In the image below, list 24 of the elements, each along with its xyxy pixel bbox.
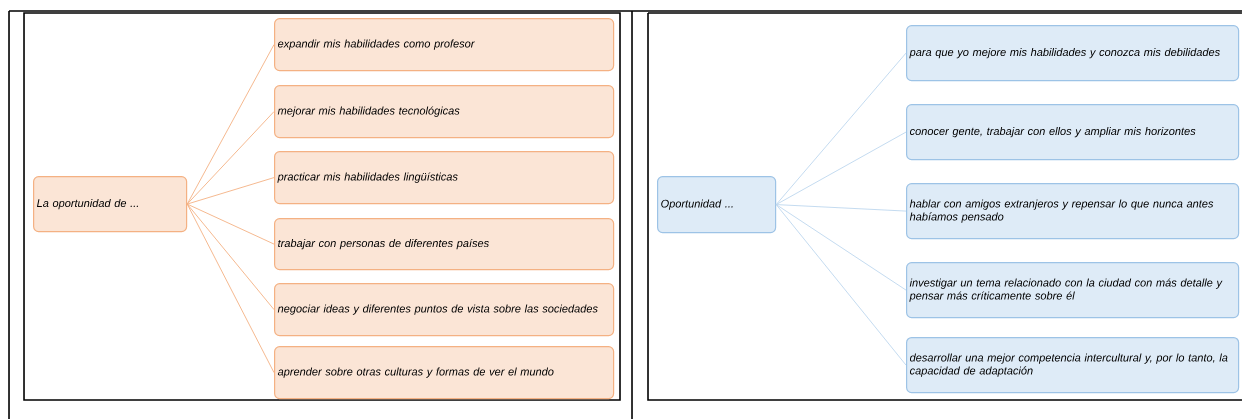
- text-box: practicar mis habilidades lingüísticas: [274, 151, 615, 205]
- connector-line: [775, 204, 907, 291]
- connector-line: [186, 203, 275, 311]
- text-box: hablar con amigos extranjeros y repensar lo que nunca antes habíamos pensado: [906, 183, 1240, 240]
- text-box: La oportunidad de ...: [33, 176, 188, 233]
- text-box: trabajar con personas de diferentes países: [274, 218, 615, 271]
- text-box: conocer gente, trabajar con ellos y ampliar mis horizontes: [906, 104, 1240, 161]
- text-box: aprender sobre otras culturas y formas de ver el mundo: [274, 346, 615, 400]
- connector-line: [775, 204, 907, 212]
- connector-line: [775, 204, 907, 366]
- connector-line: [186, 177, 275, 205]
- connector-line: [775, 52, 907, 206]
- text-box: Oportunidad ...: [657, 176, 777, 234]
- text-box: para que yo mejore mis habilidades y conozca mis debilidades: [906, 25, 1240, 82]
- text-box: expandir mis habilidades como profesor: [274, 18, 615, 72]
- connector-line: [186, 203, 275, 245]
- text-box: negociar ideas y diferentes puntos de vista sobre las sociedades: [274, 283, 615, 337]
- text-box: desarrollar una mejor competencia intercultural y, por lo tanto, la capacidad de adaptación: [906, 336, 1240, 394]
- connector-line: [186, 203, 275, 374]
- connector-line: [186, 44, 275, 205]
- text-box: investigar un tema relacionado con la ciudad con más detalle y pensar más críticamente sobre él: [906, 262, 1240, 319]
- connector-line: [775, 131, 907, 206]
- connector-line: [186, 111, 275, 205]
- text-box: mejorar mis habilidades tecnológicas: [274, 85, 615, 139]
